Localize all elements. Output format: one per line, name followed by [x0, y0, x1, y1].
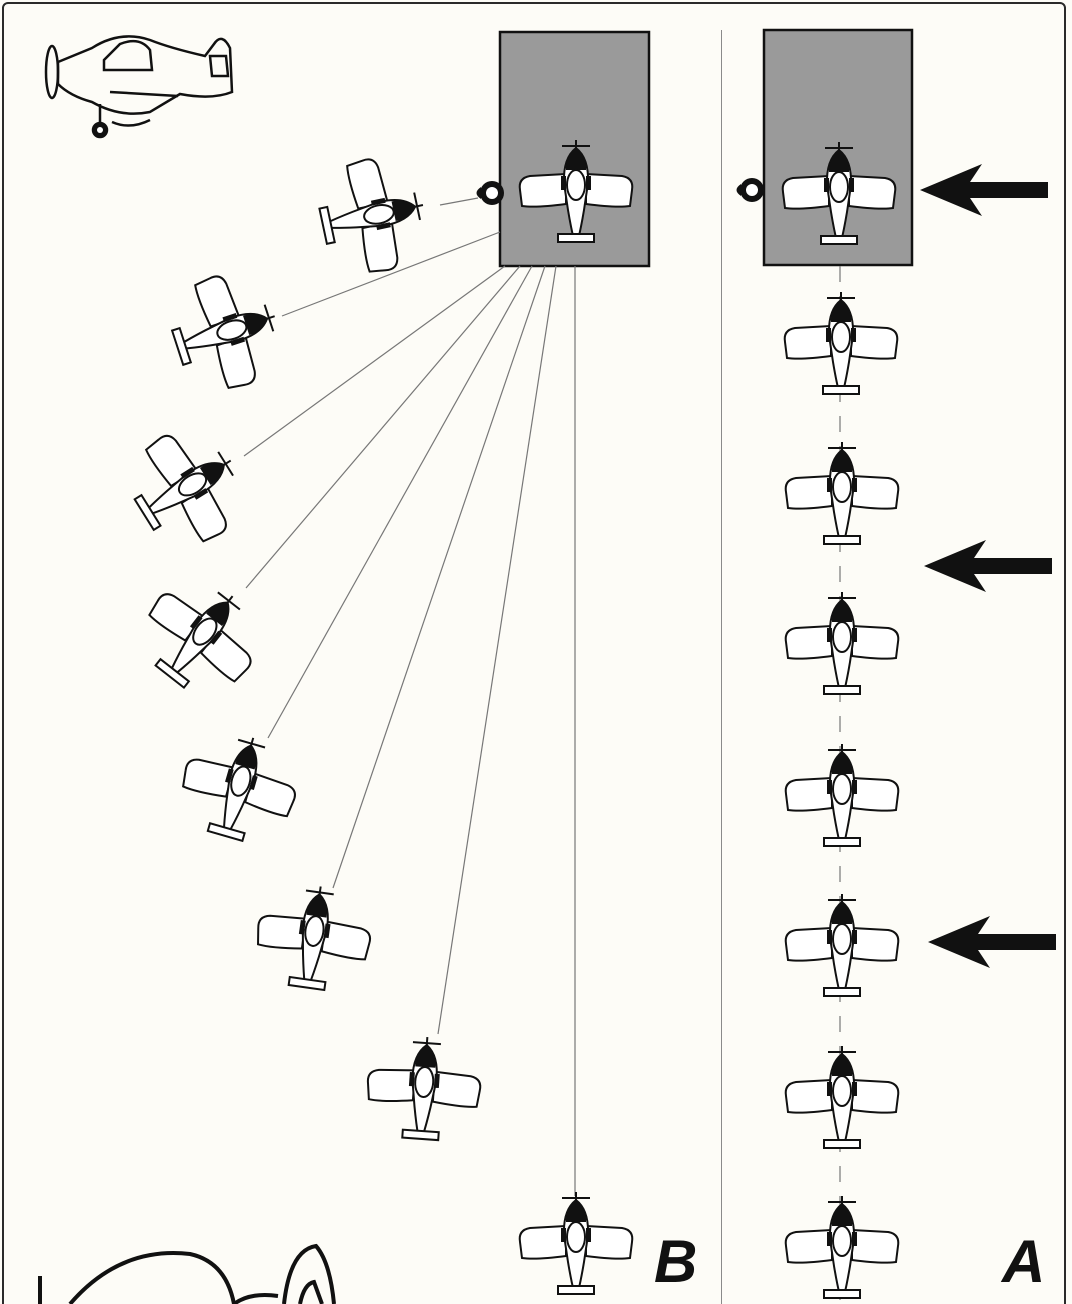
airplane-top-view-icon [249, 877, 378, 997]
airplane-top-view-icon [113, 411, 262, 564]
airplane-top-view-icon [784, 893, 900, 997]
airplane-top-view-icon [159, 261, 294, 403]
airplane-top-view-icon [518, 1191, 634, 1295]
airplane-top-view-icon [784, 1045, 900, 1149]
airplane-top-view-icon [784, 441, 900, 545]
wind-arrow-icon [920, 164, 1048, 216]
airplane-top-view-icon [783, 291, 899, 395]
wind-arrow-icon [924, 540, 1052, 592]
panel-label-a: A [1002, 1228, 1046, 1295]
wind-arrow-icon [928, 916, 1056, 968]
airplane-top-view-icon [784, 743, 900, 847]
observer-head-icon [476, 181, 504, 205]
airplane-top-view-icon [784, 591, 900, 695]
airplane-top-view-icon [124, 560, 278, 713]
panel-divider [721, 30, 722, 1304]
airplane-top-view-icon [170, 721, 309, 853]
observer-head-icon [736, 178, 764, 202]
panel-label-b: B [654, 1228, 698, 1295]
airplane-top-view-icon [310, 148, 436, 283]
airplane-side-view-icon [44, 35, 234, 139]
airplane-top-view-icon [363, 1032, 485, 1144]
airplane-side-view-icon [38, 1243, 336, 1304]
panel-a [736, 28, 1056, 1300]
airplane-top-view-icon [784, 1195, 900, 1299]
panel-b [113, 30, 651, 1295]
